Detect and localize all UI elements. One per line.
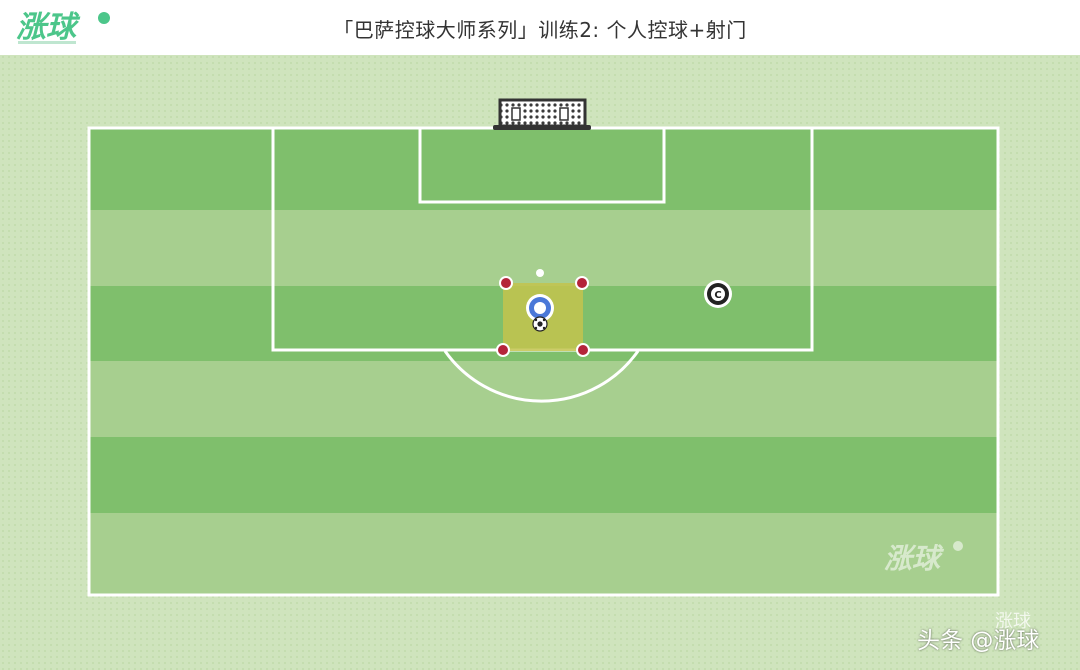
cone-icon — [499, 276, 513, 290]
stripe-dark — [89, 437, 998, 513]
captain-badge: C — [714, 290, 721, 301]
player — [526, 294, 554, 332]
stripe-dark — [89, 128, 998, 210]
watermark-platform: 头条 — [917, 628, 963, 654]
goal-post-right — [559, 107, 569, 121]
stripe-light — [89, 361, 998, 437]
watermark-label: 头条 @涨球 — [917, 621, 1039, 655]
watermark-faint: 涨球 — [995, 611, 1031, 632]
cones — [496, 276, 590, 357]
stripe-light — [89, 513, 998, 595]
goal-line — [493, 125, 591, 130]
cone-icon — [575, 276, 589, 290]
penalty-arc — [443, 350, 640, 403]
goal-post-left — [511, 107, 521, 121]
watermark-author: @涨球 — [970, 628, 1040, 654]
brand-logo-text: 涨球 — [16, 10, 81, 45]
brand-logo: 涨球 — [16, 10, 110, 45]
goal — [493, 98, 591, 130]
penalty-spot — [536, 269, 544, 277]
cone-icon — [576, 343, 590, 357]
page-title: 「巴萨控球大师系列」训练2: 个人控球+射门 — [333, 18, 747, 42]
svg-text:涨球: 涨球 — [884, 542, 945, 575]
cone-icon — [496, 343, 510, 357]
player-center — [534, 302, 546, 314]
ball-icon — [98, 12, 110, 24]
header-bar: 涨球 「巴萨控球大师系列」训练2: 个人控球+射门 — [0, 0, 1080, 56]
field-watermark: 涨球 — [884, 541, 963, 575]
captain-marker: C — [704, 280, 732, 308]
training-diagram: 涨球 — [0, 55, 1080, 670]
pitch-stripes — [89, 128, 998, 595]
source-watermark: 涨球 头条 @涨球 — [915, 611, 1075, 665]
